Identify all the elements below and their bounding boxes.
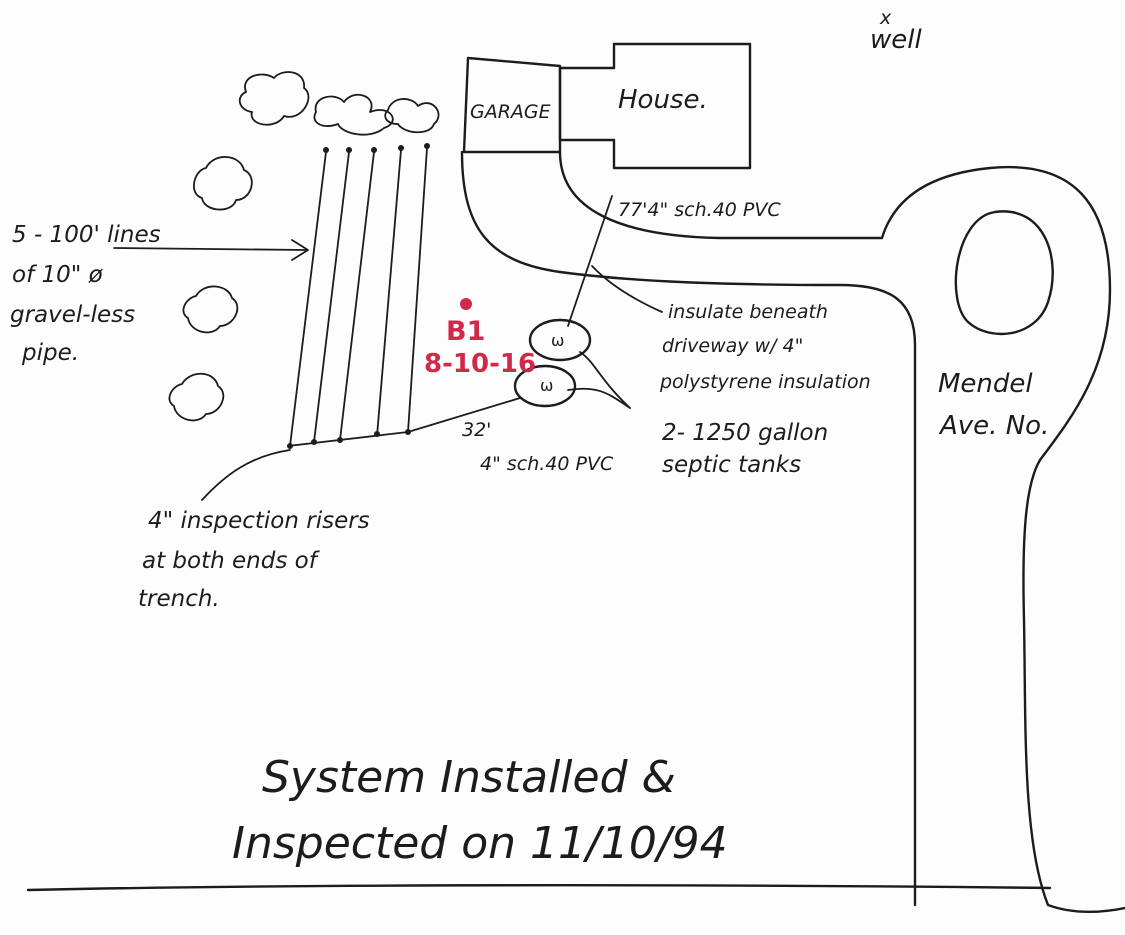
lines-label-line-1: 5 - 100' lines bbox=[12, 222, 161, 248]
trees bbox=[168, 71, 440, 422]
insulate-label-line-2: driveway w/ 4" bbox=[662, 335, 803, 357]
lines-arrow bbox=[113, 247, 307, 251]
insulate-label-line-3: polystyrene insulation bbox=[659, 371, 871, 393]
driveway-inner-edge bbox=[558, 150, 1125, 913]
footer-line-2: Inspected on 11/10/94 bbox=[232, 818, 728, 869]
tank-2-face: ω bbox=[540, 376, 553, 395]
bottom-border-line bbox=[26, 884, 1052, 892]
stamp-line-1: B1 bbox=[446, 316, 485, 347]
risers-leader bbox=[201, 449, 291, 501]
well-marker: x bbox=[879, 7, 892, 29]
lines-label-line-4: pipe. bbox=[21, 340, 79, 366]
tanks-leader-2 bbox=[579, 351, 631, 409]
cul-de-sac-island bbox=[954, 210, 1054, 336]
tanks-leader bbox=[567, 387, 631, 409]
lines-arrow-head bbox=[291, 239, 309, 261]
house-outline bbox=[558, 42, 752, 170]
lines-label-line-2: of 10" ø bbox=[12, 262, 104, 288]
lines-label-line-3: gravel-less bbox=[10, 302, 135, 328]
stamp-dot bbox=[460, 298, 472, 310]
footer-line-1: System Installed & bbox=[262, 752, 676, 803]
street-label-line-2: Ave. No. bbox=[938, 411, 1049, 441]
insulate-leader bbox=[591, 265, 663, 313]
pipe-bottom-label-line-2: 4" sch.40 PVC bbox=[480, 453, 614, 475]
risers-label-line-2: at both ends of bbox=[142, 548, 320, 574]
pipe-top-label: 77'4" sch.40 PVC bbox=[618, 199, 781, 221]
garage-label: GARAGE bbox=[470, 101, 551, 123]
house-label: House. bbox=[618, 85, 708, 115]
drainfield-lines bbox=[287, 143, 430, 449]
pipe-bottom-label-line-1: 32' bbox=[462, 419, 491, 441]
house-to-tank-pipe bbox=[567, 195, 613, 327]
well-label: well bbox=[870, 25, 922, 55]
risers-label-line-1: 4" inspection risers bbox=[148, 508, 370, 534]
driveway-outer-edge bbox=[460, 150, 917, 907]
risers-label-line-3: trench. bbox=[138, 586, 220, 612]
tanks-label-line-2: septic tanks bbox=[662, 452, 801, 478]
stamp-line-2: 8-10-16 bbox=[424, 349, 536, 379]
septic-tank-2 bbox=[513, 364, 577, 408]
tanks-label-line-1: 2- 1250 gallon bbox=[662, 420, 828, 446]
septic-tank-1 bbox=[528, 318, 592, 362]
street-label-line-1: Mendel bbox=[938, 369, 1033, 399]
insulate-label-line-1: insulate beneath bbox=[668, 301, 828, 323]
tank-1-face: ω bbox=[551, 331, 564, 350]
